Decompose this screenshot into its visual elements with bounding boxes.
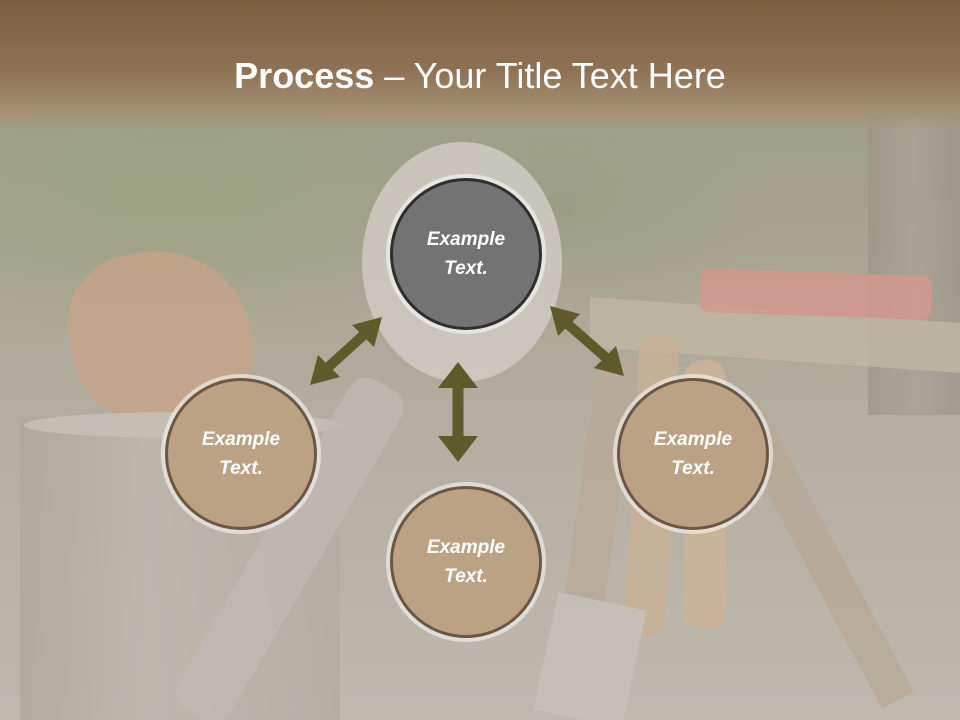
title-bold: Process <box>234 55 375 96</box>
bottom-node-text: Example Text. <box>426 537 506 587</box>
title-band <box>0 0 960 128</box>
right-node[interactable]: Example Text. <box>617 378 769 530</box>
right-node-text: Example Text. <box>653 429 733 479</box>
arrow-center-right <box>550 306 624 376</box>
title-rest: – Your Title Text Here <box>374 55 726 96</box>
center-node[interactable]: Example Text. <box>390 178 542 330</box>
left-node[interactable]: Example Text. <box>165 378 317 530</box>
arrow-center-bottom <box>438 362 478 462</box>
center-node-text: Example Text. <box>426 229 506 279</box>
bottom-node[interactable]: Example Text. <box>390 486 542 638</box>
left-node-text: Example Text. <box>201 429 281 479</box>
arrow-center-left <box>310 317 382 385</box>
slide-title[interactable]: Process – Your Title Text Here <box>0 54 960 98</box>
